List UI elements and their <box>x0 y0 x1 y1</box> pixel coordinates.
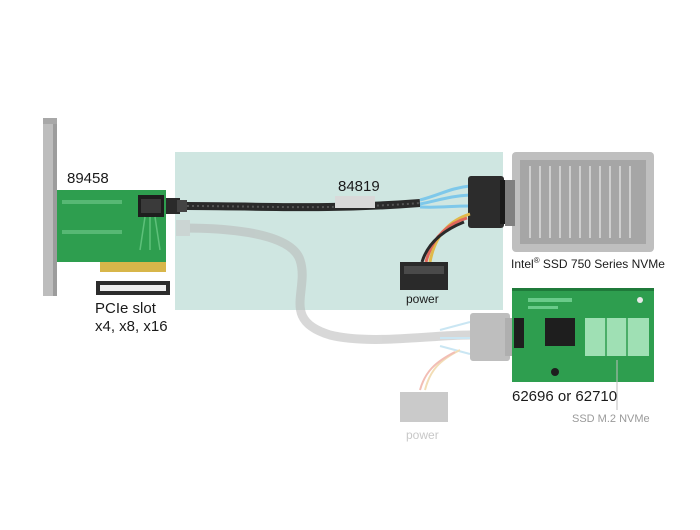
cable-id: 84819 <box>338 178 380 195</box>
ssd-label: Intel® SSD 750 Series NVMe <box>511 256 665 271</box>
faded-cable <box>176 220 515 422</box>
pcie-slot-lanes: x4, x8, x16 <box>95 318 168 335</box>
ssd-model: SSD 750 Series NVMe <box>539 257 665 271</box>
pcie-slot <box>96 281 170 295</box>
pcie-slot-title: PCIe slot <box>95 300 156 317</box>
intel-ssd-image <box>505 152 654 252</box>
pcie-adapter-card <box>43 118 187 296</box>
m2-adapter-board <box>512 288 654 410</box>
power-connector-label: power <box>406 292 439 306</box>
faded-power-connector-label: power <box>406 428 439 442</box>
m2-adapter-caption: SSD M.2 NVMe <box>572 413 650 425</box>
ssd-brand: Intel <box>511 257 534 271</box>
m2-adapter-ids: 62696 or 62710 <box>512 388 618 405</box>
ssd-registered-mark: ® <box>533 256 540 265</box>
adapter-card-id: 89458 <box>67 170 109 187</box>
